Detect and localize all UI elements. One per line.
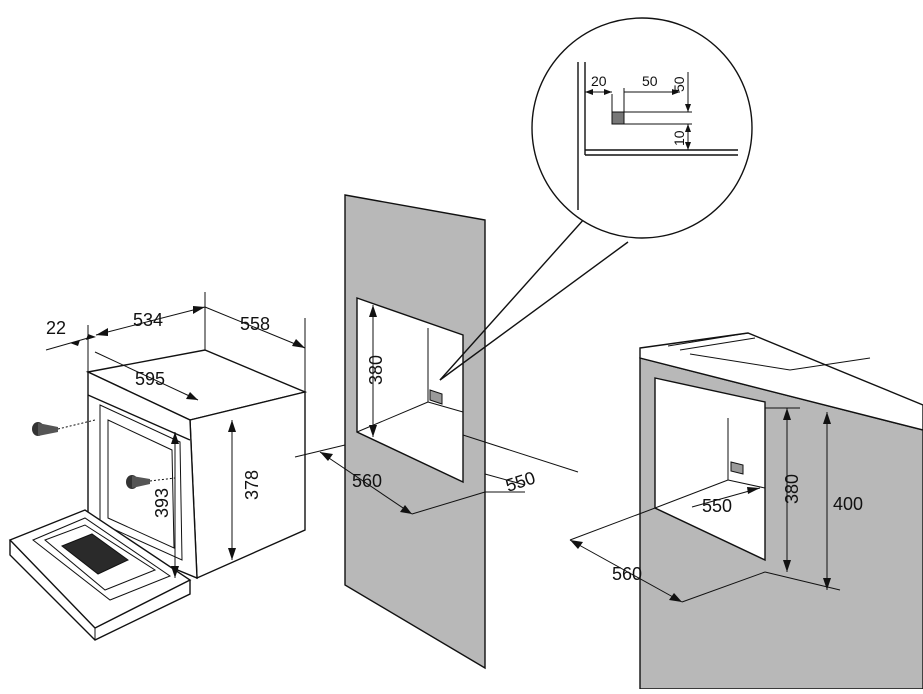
detail-dim-b: 50 xyxy=(642,73,658,89)
oven-dim-width: 595 xyxy=(135,369,165,389)
counter-dim-niche-depth: 550 xyxy=(702,496,732,516)
counter-cabinet-drawing: 380 400 550 560 xyxy=(569,332,923,690)
detail-dim-d: 10 xyxy=(671,130,687,146)
counter-dim-niche-height: 380 xyxy=(782,474,802,504)
wall-dim-niche-width: 560 xyxy=(352,471,382,491)
oven-dim-height: 378 xyxy=(242,470,262,500)
oven-dim-depth: 558 xyxy=(240,314,270,334)
cabinet-wall-drawing: 380 560 550 xyxy=(294,194,579,670)
oven-drawing: 22 534 558 595 378 393 xyxy=(8,292,308,641)
screw-icon xyxy=(126,475,176,489)
screw-icon xyxy=(32,419,96,436)
oven-dim-width-top: 534 xyxy=(133,310,163,330)
oven-dim-inner-height: 393 xyxy=(152,488,172,518)
counter-dim-niche-width: 560 xyxy=(612,564,642,584)
wall-dim-niche-depth: 550 xyxy=(503,467,538,495)
detail-callout: 20 50 50 10 xyxy=(439,17,753,381)
oven-dim-depth-offset: 22 xyxy=(46,318,66,338)
counter-dim-total-height: 400 xyxy=(833,494,863,514)
detail-dim-c: 50 xyxy=(671,76,687,92)
detail-dim-a: 20 xyxy=(591,73,607,89)
wall-dim-niche-height: 380 xyxy=(366,355,386,385)
